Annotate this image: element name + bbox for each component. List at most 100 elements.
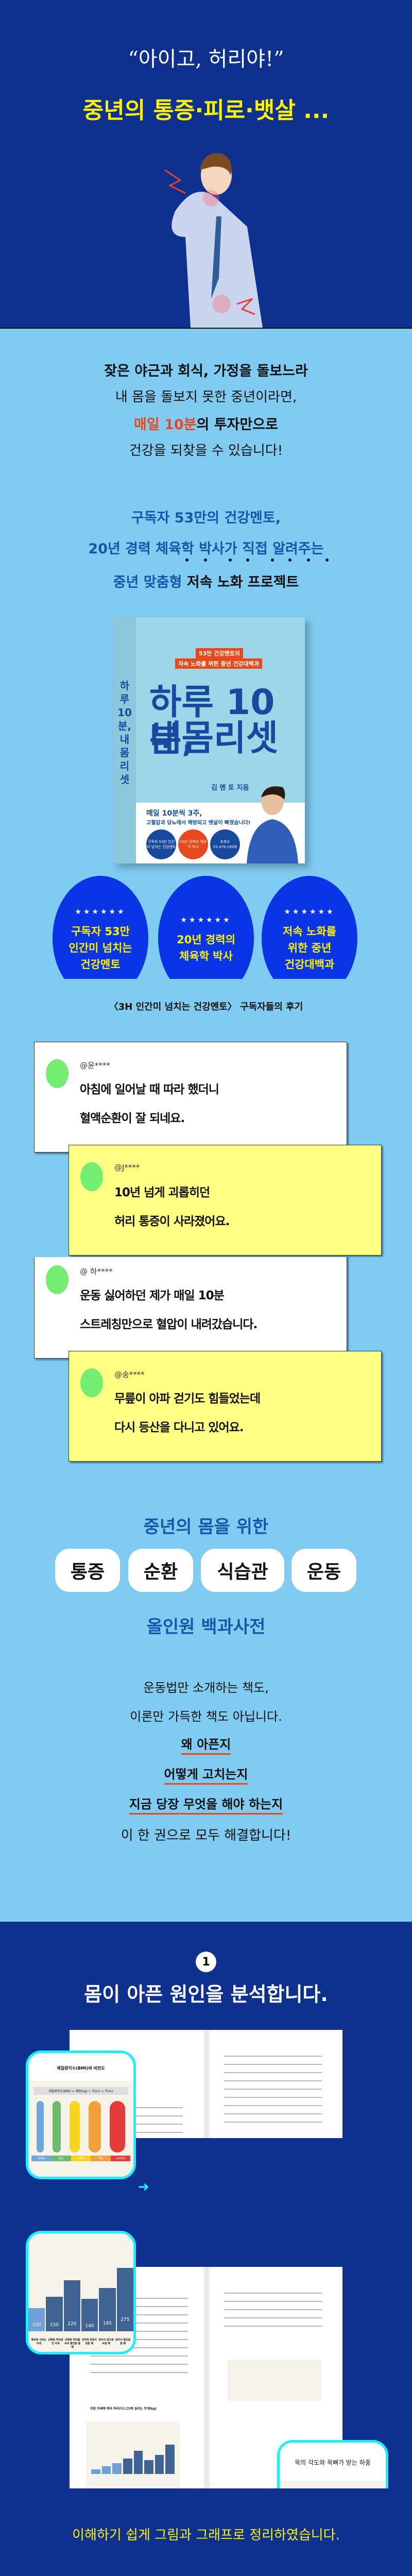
intro-line1: 잦은 야근과 회식, 가정을 돌보느라: [104, 363, 308, 379]
mentor-line3: 중년 맞춤형 저속 노화 프로젝트: [0, 571, 412, 591]
posture-value: 100: [28, 2308, 45, 2331]
posture-value: 185: [99, 2288, 116, 2331]
spread-gutter: [203, 2030, 211, 2138]
bmi-legend: 저체중 정상 과체중 비만 고도비만: [31, 2156, 131, 2161]
bmi-title: 체질량지수(BMI)와 비만도: [57, 2066, 105, 2071]
posture-chart: [86, 2421, 180, 2488]
avatar: [80, 1162, 103, 1191]
explain-line: 운동법만 소개하는 책도,: [143, 1681, 269, 1695]
explain-conclusion: 이 한 권으로 모두 해결합니다!: [121, 1828, 291, 1843]
emphasis-dots: [185, 558, 330, 562]
cover-promo-2: 고혈압과 당뇨에서 해방되고 뱃살이 빠졌습니다!: [146, 820, 251, 826]
explain-underlined: 지금 당장 무엇을 해야 하는지: [129, 1794, 283, 1815]
explain-underlined: 어떻게 고치는지: [164, 1764, 248, 1785]
hero-section: “아이고, 허리야!” 중년의 통증·피로·뱃살 ...: [0, 0, 412, 328]
posture-value: 150: [46, 2296, 63, 2331]
cover-seal: 구독자 53만 인간미 넘치는 건강멘토: [146, 829, 176, 859]
feature-1-section: 1 몸이 아픈 원인을 분석합니다. 체질량지수(BMI)와 비만도 체질량지수…: [0, 1922, 412, 2488]
chart-caption: 각종 자세에 따라 허리(디스크)에 실리는 무게(kg): [90, 2407, 157, 2411]
hero-quote: “아이고, 허리야!”: [128, 47, 284, 71]
category-pill-diet: 식습관: [201, 1549, 284, 1592]
cover-seal: 조회수 55,479,190회: [210, 829, 240, 859]
intro-line3: 매일 10분의 투자만으로: [0, 413, 412, 433]
review-line: 아침에 일어날 때 따라 했더니: [80, 1083, 219, 1096]
intro-section: 잦은 야근과 회식, 가정을 돌보느라 내 몸을 돌보지 못한 중년이라면, 매…: [0, 328, 412, 979]
feature-1-title: 몸이 아픈 원인을 분석합니다.: [84, 1983, 328, 2006]
categories-section: 중년의 몸을 위한 통증 순환 식습관 운동 올인원 백과사전: [0, 1513, 412, 1677]
cover-seal: 20년 경력의 체육학 박사: [178, 829, 208, 859]
neck-chart: [228, 2360, 321, 2401]
spine-title: 하루 10분, 내 몸 리셋: [117, 680, 132, 786]
hero-headline: 중년의 통증·피로·뱃살 ...: [82, 97, 330, 124]
review-user: @윤****: [80, 1061, 110, 1070]
explain-section: 운동법만 소개하는 책도, 이론만 가득한 책도 아닙니다. 왜 아픈지 어떻게…: [0, 1677, 412, 1922]
badge-subscribers: ★★★★★★구독자 53만 인간미 넘치는 건강멘토: [53, 876, 148, 979]
posture-label: 앉아서 물건을 들 때: [115, 2338, 131, 2345]
avatar: [46, 1059, 68, 1088]
categories-title: 중년의 몸을 위한: [143, 1517, 269, 1537]
bmi-label: 고도비만: [110, 2156, 131, 2161]
posture-label: 선채로 허리를 숙여 물건을 들 때: [64, 2338, 81, 2349]
cover-tag-1: 53만 건강멘토의: [196, 648, 243, 658]
bmi-label: 저체중: [31, 2156, 52, 2161]
intro-line2: 내 몸을 돌보지 못한 중년이라면,: [115, 389, 297, 405]
mentor-line3-b: 저속 노화 프로젝트: [186, 574, 299, 590]
cover-title-2: 내몸리셋: [149, 718, 279, 759]
review-line: 허리 통증이 사라졌어요.: [114, 1215, 230, 1228]
cover-tag-2: 저속 노화를 위한 중년 건강대백과: [175, 658, 262, 669]
posture-value: 140: [81, 2299, 98, 2331]
bmi-formula: 체질량지수(BMI) = 체중(kg) ÷ 키(m) × 키(m): [33, 2087, 128, 2095]
posture-label: 선채로 허리굽힌 자세: [48, 2338, 63, 2345]
review-user: @J****: [114, 1163, 140, 1172]
posture-value: 220: [63, 2280, 80, 2331]
posture-label: 똑바로 서있는 자세: [31, 2338, 46, 2345]
badge-text: 저속 노화를 위한 중년 건강대백과: [283, 925, 336, 971]
category-pill-exercise: 운동: [291, 1549, 356, 1592]
category-pill-circulation: 순환: [128, 1549, 193, 1592]
cover-author: 김 멘 토 지음: [211, 784, 249, 792]
category-pill-pain: 통증: [55, 1549, 120, 1592]
explain-underlined: 왜 아픈지: [181, 1734, 231, 1755]
cover-seals: 구독자 53만 인간미 넘치는 건강멘토 20년 경력의 체육학 박사 조회수 …: [146, 829, 249, 860]
man-neck-pain-illustration: [164, 153, 263, 328]
mentor-line2: 20년 경력 체육학 박사가 직접 알려주는: [88, 541, 324, 557]
text-lines: [224, 2056, 322, 2130]
book-cover: 하루 10분, 내 몸 리셋 53만 건강멘토의 저속 노화를 위한 중년 건강…: [113, 617, 305, 863]
posture-label: 의자에 반듯이 앉을 때: [81, 2338, 97, 2345]
step-number: 1: [196, 1952, 216, 1972]
bmi-label: 비만: [91, 2156, 111, 2161]
spread-gutter: [203, 2267, 211, 2488]
stars-icon: ★★★★★★: [75, 908, 126, 916]
feature-1-caption: 이해하기 쉽게 그림과 그래프로 정리하였습니다.: [72, 2528, 340, 2543]
feature-1-caption-area: 이해하기 쉽게 그림과 그래프로 정리하였습니다.: [0, 2488, 412, 2576]
arrow-right-icon: ➜: [138, 2179, 149, 2195]
neck-title: 목의 각도와 목뼈가 받는 하중: [295, 2459, 371, 2466]
categories-subtitle: 올인원 백과사전: [146, 1617, 266, 1637]
mentor-line3-a: 중년 맞춤형: [113, 574, 187, 590]
bmi-label: 정상: [51, 2156, 71, 2161]
review-line: 무릎이 아파 걷기도 힘들었는데: [114, 1392, 261, 1405]
stars-icon: ★★★★★★: [284, 908, 335, 916]
posture-value: 275: [116, 2268, 133, 2331]
zoom-neck-chart: 목의 각도와 목뼈가 받는 하중 12.2kg15° 18.1kg30° 22.…: [277, 2440, 388, 2488]
review-user: @ 하****: [80, 1267, 113, 1276]
badge-slow-aging: ★★★★★★ 저속 노화를 위한 중년 건강대백과: [262, 876, 357, 979]
mentor-line1: 구독자 53만의 건강멘토,: [131, 510, 281, 526]
cover-title-1: 하루 10분,: [149, 682, 275, 760]
text-lines: [90, 2298, 188, 2380]
badge-phd: ★★★★★★20년 경력의 체육학 박사: [158, 876, 254, 979]
zoom-bmi-chart: 체질량지수(BMI)와 비만도 체질량지수(BMI) = 체중(kg) ÷ 키(…: [26, 2050, 136, 2179]
book-spine: 하루 10분, 내 몸 리셋: [113, 617, 136, 863]
intro-line3-rest: 의 투자만으로: [196, 417, 278, 433]
review-line: 다시 등산을 다니고 있어요.: [114, 1421, 244, 1434]
reviews-title: 〈3H 인간미 넘치는 건강멘토〉 구독자들의 후기: [109, 1002, 303, 1012]
cover-band: 매일 10분씩 3주, 고혈압과 당뇨에서 해방되고 뱃살이 빠졌습니다! 구독…: [136, 786, 305, 863]
